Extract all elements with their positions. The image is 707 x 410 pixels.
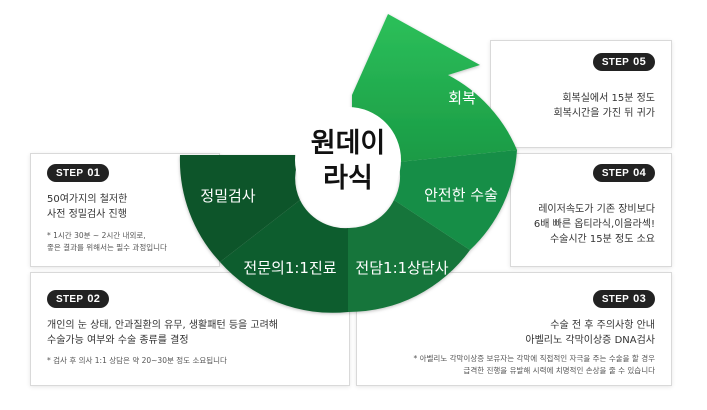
ring-segment-doctor xyxy=(220,200,348,313)
step-03-note-1: * 아벨리노 각막이상증 보유자는 각막에 직접적인 자극을 주는 수술을 할 … xyxy=(413,354,656,363)
step-03-line-1: 수술 전 후 주의사항 안내 xyxy=(550,320,655,331)
segment-label-recovery: 회복 xyxy=(448,89,476,107)
segment-label-consultation: 전담1:1상담사 xyxy=(355,259,448,277)
step-03-note-2: 급격한 진행을 유발해 시력에 치명적인 손상을 줄 수 있습니다 xyxy=(463,366,655,375)
ring-segment-recovery-arrow xyxy=(352,14,517,162)
center-title-line-2: 라식 xyxy=(323,163,373,194)
center-circle xyxy=(295,107,401,213)
step-02-note-1: * 검사 후 의사 1:1 상담은 약 20~30분 정도 소요됩니다 xyxy=(47,356,227,365)
step-01-note-1: * 1시간 30분 ~ 2시간 내외로, xyxy=(47,231,146,240)
step-03-line-2: 아벨리노 각막이상증 DNA검사 xyxy=(525,335,655,346)
step-01-note-2: 좋은 결과를 위해서는 필수 과정입니다 xyxy=(47,243,167,252)
segment-label-doctor: 전문의1:1진료 xyxy=(243,259,336,277)
center-title-line-1: 원데이 xyxy=(311,128,386,159)
step-01-line-2: 사전 정밀검사 진행 xyxy=(47,209,127,220)
step-02-line-2: 수술가능 여부와 수술 종류를 결정 xyxy=(47,335,189,346)
ring-segment-exam xyxy=(179,155,301,262)
ring-segment-safe-surgery xyxy=(394,150,517,250)
step-05-line-1: 회복실에서 15분 정도 xyxy=(562,93,655,104)
step-05-line-2: 회복시간을 가진 뒤 귀가 xyxy=(553,108,655,119)
step-02-line-1: 개인의 눈 상태, 안과질환의 유무, 생활패턴 등을 고려해 xyxy=(47,320,279,331)
ring-segment-consultation xyxy=(348,200,470,313)
step-04-line-3: 수술시간 15분 정도 소요 xyxy=(549,234,655,245)
segment-label-safe-surgery: 안전한 수술 xyxy=(424,186,498,204)
step-01-line-1: 50여가지의 철저한 xyxy=(47,194,128,205)
step-04-line-2: 6배 빠른 옵티라식,이을라섹! xyxy=(533,219,655,230)
segment-label-exam: 정밀검사 xyxy=(200,187,255,205)
step-04-line-1: 레이저속도가 기존 장비보다 xyxy=(538,204,655,215)
